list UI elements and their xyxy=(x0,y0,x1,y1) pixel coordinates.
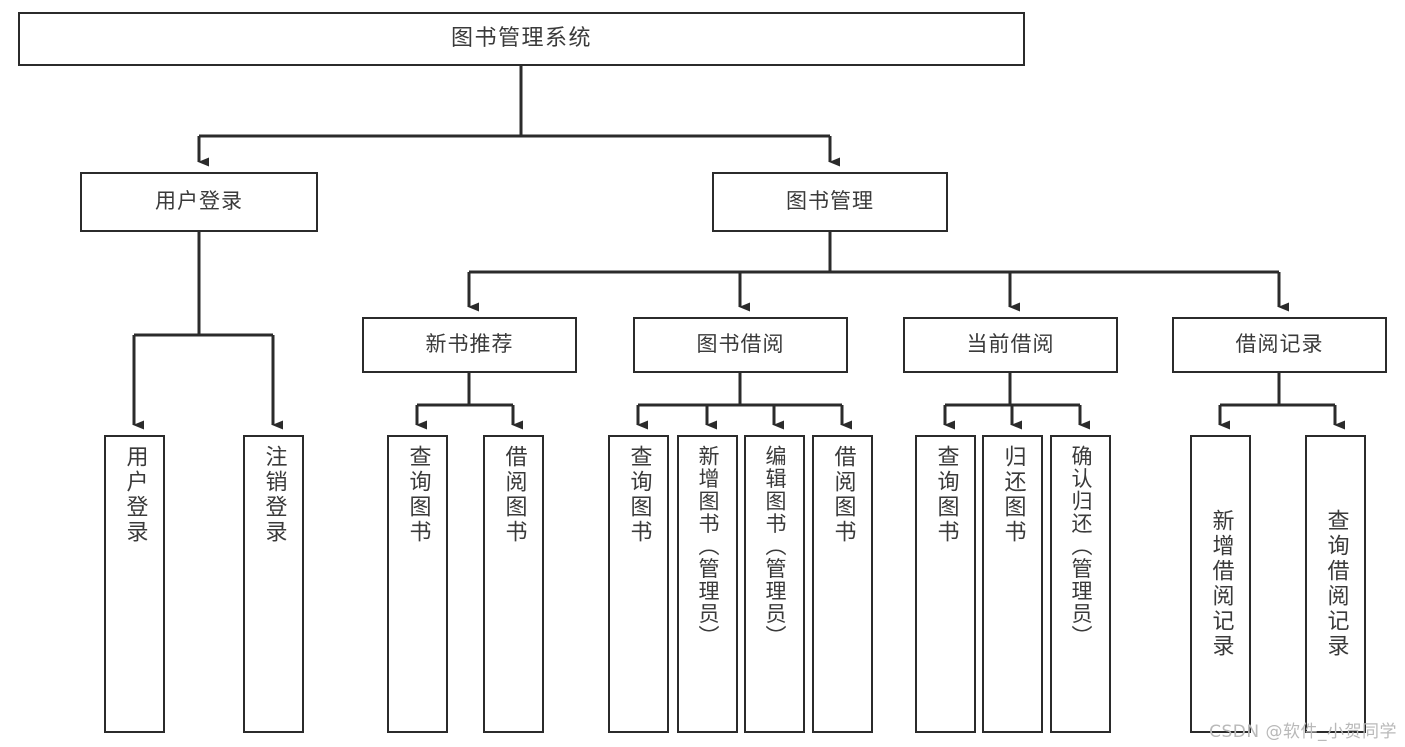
edge-group-book-management xyxy=(467,232,1289,312)
node-leaf-query-book-2[interactable]: 查询图书 xyxy=(608,435,669,733)
node-book-management-label: 图书管理 xyxy=(786,189,874,214)
node-leaf-add-borrow-record-label: 新增借阅记录 xyxy=(1208,509,1234,659)
node-leaf-add-book-admin-label: 新增图书（管理员） xyxy=(696,445,720,648)
node-leaf-user-login[interactable]: 用户登录 xyxy=(104,435,165,733)
node-leaf-user-logout-label: 注销登录 xyxy=(261,445,287,545)
node-leaf-query-borrow-record[interactable]: 查询借阅记录 xyxy=(1305,435,1366,733)
edge-group-new-book-recommend xyxy=(415,373,523,430)
edge-group-user-login xyxy=(132,232,283,430)
node-leaf-query-book-2-label: 查询图书 xyxy=(626,445,652,545)
node-current-borrow[interactable]: 当前借阅 xyxy=(903,317,1118,373)
node-leaf-borrow-book-1-label: 借阅图书 xyxy=(501,445,527,545)
node-leaf-borrow-book-2-label: 借阅图书 xyxy=(830,445,856,545)
node-new-book-recommend[interactable]: 新书推荐 xyxy=(362,317,577,373)
node-leaf-return-book[interactable]: 归还图书 xyxy=(982,435,1043,733)
node-root[interactable]: 图书管理系统 xyxy=(18,12,1025,66)
node-current-borrow-label: 当前借阅 xyxy=(966,332,1055,357)
node-new-book-recommend-label: 新书推荐 xyxy=(425,332,514,357)
node-leaf-query-book-3[interactable]: 查询图书 xyxy=(915,435,976,733)
node-book-borrow-label: 图书借阅 xyxy=(696,332,785,357)
edge-group-borrow-record xyxy=(1218,373,1345,430)
edge-group-book-borrow xyxy=(636,373,852,430)
node-leaf-query-book-1[interactable]: 查询图书 xyxy=(387,435,448,733)
csdn-watermark: CSDN @软件_小贺同学 xyxy=(1209,722,1397,742)
node-book-borrow[interactable]: 图书借阅 xyxy=(633,317,848,373)
node-leaf-add-borrow-record[interactable]: 新增借阅记录 xyxy=(1190,435,1251,733)
node-leaf-add-book-admin[interactable]: 新增图书（管理员） xyxy=(677,435,738,733)
node-borrow-record-label: 借阅记录 xyxy=(1235,332,1324,357)
node-borrow-record[interactable]: 借阅记录 xyxy=(1172,317,1387,373)
node-leaf-query-book-1-label: 查询图书 xyxy=(405,445,431,545)
edge-group-current-borrow xyxy=(943,373,1090,430)
node-leaf-borrow-book-2[interactable]: 借阅图书 xyxy=(812,435,873,733)
node-user-login[interactable]: 用户登录 xyxy=(80,172,318,232)
node-leaf-confirm-return-label: 确认归还（管理员） xyxy=(1069,445,1093,648)
node-leaf-query-borrow-record-label: 查询借阅记录 xyxy=(1323,509,1349,659)
node-leaf-return-book-label: 归还图书 xyxy=(1000,445,1026,545)
node-leaf-edit-book-admin-label: 编辑图书（管理员） xyxy=(763,445,787,648)
node-root-label: 图书管理系统 xyxy=(450,25,592,51)
node-leaf-edit-book-admin[interactable]: 编辑图书（管理员） xyxy=(744,435,805,733)
node-leaf-confirm-return[interactable]: 确认归还（管理员） xyxy=(1050,435,1111,733)
node-leaf-user-login-label: 用户登录 xyxy=(122,445,148,545)
node-book-management[interactable]: 图书管理 xyxy=(712,172,948,232)
node-leaf-user-logout[interactable]: 注销登录 xyxy=(243,435,304,733)
node-leaf-query-book-3-label: 查询图书 xyxy=(933,445,959,545)
node-user-login-label: 用户登录 xyxy=(155,189,243,214)
node-leaf-borrow-book-1[interactable]: 借阅图书 xyxy=(483,435,544,733)
edge-group-root xyxy=(197,66,840,167)
